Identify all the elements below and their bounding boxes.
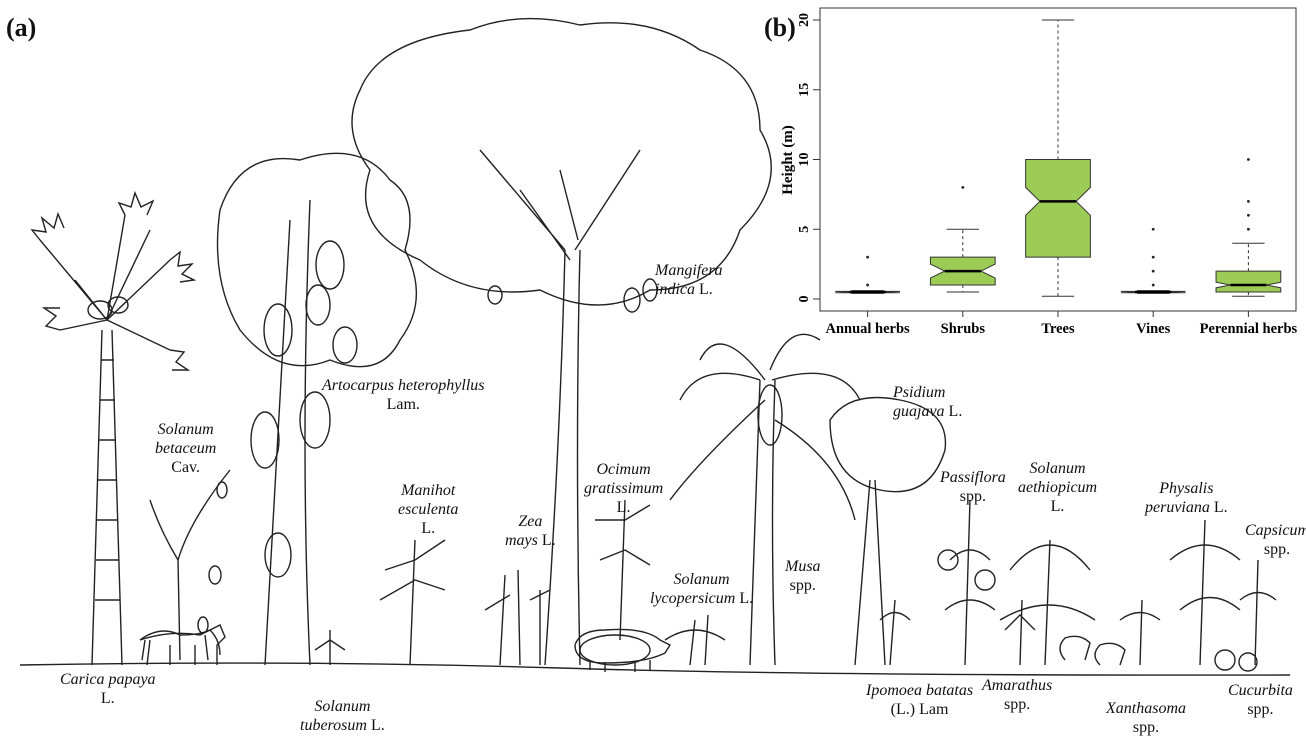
outlier-point	[1152, 284, 1155, 287]
outlier-point	[1152, 256, 1155, 259]
outlier-point	[1152, 270, 1155, 273]
y-tick-label: 15	[797, 83, 812, 97]
x-tick-label: Annual herbs	[825, 321, 910, 337]
banana-drawing	[670, 334, 860, 665]
height-boxplot: 0 5 10 15 20 Annual herbs Shrubs Trees Vines Per…	[762, 0, 1306, 345]
x-tick-label: Vines	[1136, 321, 1170, 337]
mango-drawing	[352, 19, 771, 665]
outlier-point	[1247, 200, 1250, 203]
x-tick-label: Perennial herbs	[1200, 321, 1298, 337]
x-tick-label: Shrubs	[941, 321, 986, 337]
notched-box	[1216, 271, 1281, 292]
goat-drawing	[140, 625, 225, 665]
y-tick-label: 5	[797, 226, 812, 233]
outlier-point	[1152, 228, 1155, 231]
panel-label-a: (a)	[6, 13, 36, 43]
y-tick-label: 20	[797, 13, 812, 27]
x-tick-label: Trees	[1041, 321, 1075, 337]
outlier-point	[1247, 228, 1250, 231]
y-tick-label: 10	[797, 153, 812, 167]
outlier-point	[866, 256, 869, 259]
y-tick-label: 0	[797, 296, 812, 303]
outlier-point	[1247, 214, 1250, 217]
outlier-point	[961, 186, 964, 189]
tree-tomato-drawing	[140, 470, 230, 660]
y-axis-label: Height (m)	[780, 125, 796, 195]
label-ipomoea: Ipomoea batatas(L.) Lam	[866, 681, 973, 719]
outlier-point	[1247, 158, 1250, 161]
outlier-point	[866, 284, 869, 287]
guava-drawing	[830, 398, 945, 666]
notched-box	[1026, 160, 1091, 258]
